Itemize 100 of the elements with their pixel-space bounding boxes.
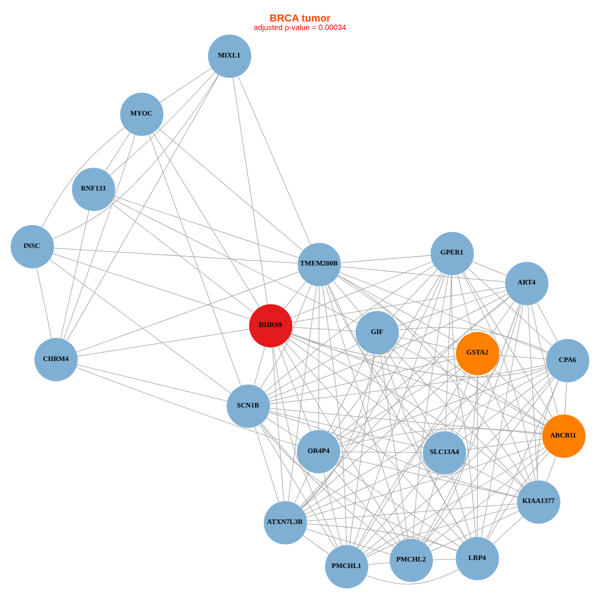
connector [466, 438, 543, 450]
connector [340, 266, 506, 282]
connector [282, 344, 400, 542]
connector [339, 428, 543, 447]
connector [332, 272, 442, 435]
connector [451, 374, 472, 432]
connector [335, 297, 510, 438]
connector [278, 346, 312, 432]
diagram-title: BRCA tumor [270, 14, 331, 25]
connector [424, 375, 478, 544]
connector [328, 352, 368, 433]
connector [397, 290, 506, 326]
connector [110, 72, 216, 176]
connector [451, 275, 476, 538]
connector [528, 304, 538, 481]
connector [358, 372, 466, 549]
connector [325, 285, 406, 540]
connector [387, 351, 434, 434]
connector [36, 268, 52, 339]
connector [468, 268, 552, 346]
connector [288, 286, 317, 502]
connector [290, 333, 544, 429]
connector [546, 456, 556, 482]
connector [306, 443, 544, 518]
connector [290, 335, 524, 488]
connector [486, 380, 559, 540]
connector [323, 472, 342, 546]
connector [398, 336, 457, 350]
connector [114, 196, 299, 258]
connector [254, 346, 266, 386]
connector [262, 423, 394, 548]
connector [488, 452, 550, 540]
connector [110, 202, 254, 313]
connector [270, 364, 547, 404]
connector [486, 374, 531, 482]
connector [260, 284, 312, 388]
connector [392, 348, 524, 487]
connector [480, 304, 524, 538]
connector [493, 516, 523, 544]
connector [499, 354, 546, 360]
connector [462, 373, 551, 440]
connector [300, 273, 444, 508]
connector [148, 134, 242, 386]
connector [412, 274, 449, 540]
connector [306, 524, 458, 552]
connector [356, 304, 520, 548]
connector [290, 261, 432, 318]
connector [268, 294, 508, 399]
connector [259, 424, 336, 548]
connector [301, 368, 462, 509]
connector [158, 128, 303, 251]
connector [105, 132, 130, 172]
connector [338, 274, 459, 344]
connector [333, 280, 364, 316]
connector [537, 380, 559, 481]
connector [300, 296, 510, 508]
connector [306, 504, 518, 522]
connector [318, 286, 320, 430]
connector [336, 464, 460, 547]
connector [462, 272, 536, 481]
connector [306, 528, 391, 554]
connector [493, 368, 548, 422]
connector [340, 452, 423, 453]
connector [472, 261, 507, 276]
connector [232, 77, 268, 305]
connector [273, 347, 338, 548]
connector [264, 265, 434, 392]
connector [364, 376, 554, 554]
connector [336, 364, 460, 440]
connector [301, 354, 374, 508]
connector [54, 248, 298, 264]
connector [332, 468, 398, 544]
connector [77, 328, 250, 357]
connector [339, 272, 548, 354]
connector [457, 274, 473, 333]
connector [304, 370, 549, 512]
connector [302, 535, 330, 554]
connector [292, 326, 356, 332]
connector [76, 364, 228, 402]
connector [337, 276, 546, 426]
connector [272, 347, 284, 502]
connector [284, 281, 306, 309]
connector [366, 506, 518, 558]
connector [76, 272, 300, 353]
connector [266, 343, 358, 396]
connector [52, 253, 250, 320]
connector [66, 74, 220, 341]
connector [50, 259, 232, 394]
connector [284, 342, 464, 543]
connector [266, 418, 300, 440]
connector [445, 275, 452, 432]
connector [450, 473, 472, 538]
connector [349, 354, 375, 546]
connector [353, 274, 446, 546]
connector [327, 284, 430, 438]
connector [392, 269, 438, 318]
connector [417, 473, 438, 540]
connector [254, 426, 280, 502]
connector [360, 469, 431, 550]
connector [366, 569, 459, 584]
